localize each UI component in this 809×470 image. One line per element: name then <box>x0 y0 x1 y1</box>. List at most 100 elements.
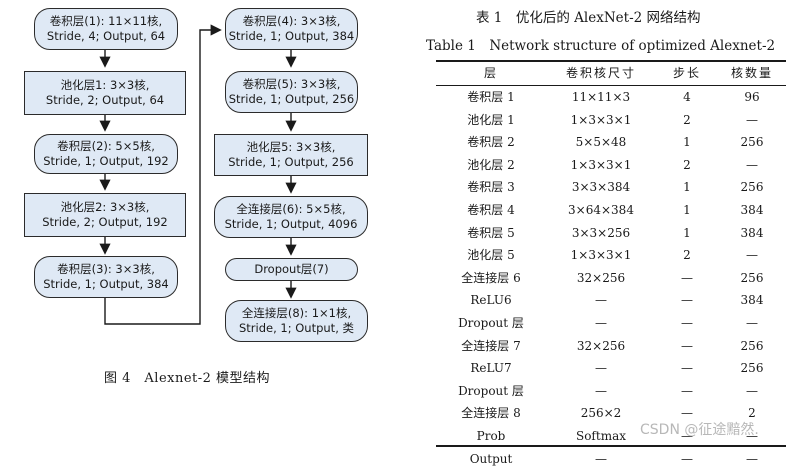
watermark: CSDN @征途黯然. <box>640 422 759 438</box>
table-cell: 11×11×3 <box>571 90 631 104</box>
table-cell: — <box>681 383 693 398</box>
table-cell: 384 <box>740 225 764 240</box>
table-cell: Dropout 层 <box>458 383 524 398</box>
table-cell: 32×256 <box>576 338 626 353</box>
table-cell: 1 <box>683 203 691 217</box>
table-cell: — <box>681 316 693 330</box>
node-fc8: 全连接层(8): 1×1核, Stride, 1; Output, 类 <box>225 300 368 342</box>
table-cell: 1×3×3×1 <box>570 248 632 263</box>
table-cell: 256 <box>740 338 764 353</box>
node-conv2: 卷积层(2): 5×5核, Stride, 1; Output, 192 <box>34 134 178 174</box>
table-cell: 256 <box>740 270 764 285</box>
table-title-zh: 表 1 优化后的 AlexNet-2 网络结构 <box>476 10 701 26</box>
table-cell: 3×3×256 <box>571 225 631 240</box>
table-header-row: 层 卷积核尺寸 步长 核数量 <box>436 62 786 85</box>
table-row: ReLU7——256 <box>436 357 786 380</box>
table-cell: 3×64×384 <box>568 203 634 217</box>
table-cell: 卷积层 3 <box>467 180 515 195</box>
table-cell: Prob <box>476 429 506 443</box>
node-conv5: 卷积层(5): 3×3核, Stride, 1; Output, 256 <box>225 71 358 113</box>
node-label: 池化层2: 3×3核, Stride, 2; Output, 192 <box>42 200 168 229</box>
table-cell: — <box>746 383 758 398</box>
node-pool1: 池化层1: 3×3核, Stride, 2; Output, 64 <box>24 71 186 115</box>
table-cell: 卷积层 2 <box>467 135 515 150</box>
table-cell: — <box>681 338 693 353</box>
node-conv1: 卷积层(1): 11×11核, Stride, 4; Output, 64 <box>34 8 178 50</box>
table-row: Dropout 层 — — — <box>436 380 786 403</box>
table-row: Output——— <box>436 448 786 470</box>
table-cell: 256 <box>740 135 764 150</box>
table-cell: 池化层 2 <box>467 157 515 172</box>
table-cell: 1×3×3×1 <box>570 157 632 172</box>
node-label: 池化层5: 3×3核, Stride, 1; Output, 256 <box>228 140 354 169</box>
node-fc6: 全连接层(6): 5×5核, Stride, 1; Output, 4096 <box>214 196 368 238</box>
header-kernel-count: 核数量 <box>730 66 773 80</box>
table-cell: 卷积层 5 <box>467 225 515 240</box>
header-layer: 层 <box>483 66 498 80</box>
node-pool5: 池化层5: 3×3核, Stride, 1; Output, 256 <box>214 134 368 176</box>
node-conv4: 卷积层(4): 3×3核, Stride, 1; Output, 384 <box>225 8 358 50</box>
table-cell: 96 <box>744 90 760 104</box>
table-cell: 2 <box>748 406 756 421</box>
table-cell: — <box>681 270 693 285</box>
table-cell: — <box>595 361 607 376</box>
table-cell: — <box>746 248 758 263</box>
table-cell: 全连接层 8 <box>461 406 521 421</box>
table-row: 卷积层 4 3×64×384 1 384 <box>436 199 786 222</box>
table-cell: ReLU7 <box>470 361 512 376</box>
table-cell: Dropout 层 <box>458 316 524 330</box>
table-cell: 1 <box>683 225 691 240</box>
table-cell: 池化层 1 <box>467 112 515 127</box>
table-cell: — <box>595 383 607 398</box>
table-cell: Output <box>469 451 513 466</box>
table-cell: 384 <box>740 203 764 217</box>
table-cell: 池化层 5 <box>467 248 515 263</box>
table-cell: — <box>746 451 758 466</box>
table-cell: ReLU6 <box>470 293 512 308</box>
table-cell: 256 <box>740 361 764 376</box>
table-cell: 1 <box>683 135 691 150</box>
table-cell: 全连接层 7 <box>461 338 521 353</box>
flowchart-arrows <box>99 24 297 325</box>
table-cell: 256×2 <box>580 406 622 421</box>
header-stride: 步长 <box>672 66 701 80</box>
table-cell: 3×3×384 <box>571 180 631 195</box>
node-drop7: Dropout层(7) <box>225 258 358 281</box>
header-rule <box>436 85 786 86</box>
table-row: 池化层 5 1×3×3×1 2 — <box>436 244 786 267</box>
top-rule <box>436 60 786 62</box>
node-label: 池化层1: 3×3核, Stride, 2; Output, 64 <box>45 78 165 107</box>
node-label: 卷积层(3): 3×3核, Stride, 1; Output, 384 <box>43 262 169 291</box>
table-row: ReLU6——384 <box>436 289 786 312</box>
node-label: Dropout层(7) <box>254 262 329 276</box>
table-cell: 384 <box>740 293 764 308</box>
table-cell: — <box>746 429 758 443</box>
bottom-rule <box>436 445 786 447</box>
header-kernel-size: 卷积核尺寸 <box>565 66 636 80</box>
table-row: 全连接层 7 32×256 — 256 <box>436 335 786 358</box>
node-label: 卷积层(1): 11×11核, Stride, 4; Output, 64 <box>46 14 166 43</box>
figure-caption: 图 4 Alexnet-2 模型结构 <box>104 371 271 386</box>
table-cell: — <box>681 451 693 466</box>
node-conv3: 卷积层(3): 3×3核, Stride, 1; Output, 384 <box>34 256 178 298</box>
table-cell: 卷积层 1 <box>467 90 515 104</box>
table-row: 池化层 2 1×3×3×1 2 — <box>436 154 786 177</box>
table-cell: 2 <box>683 248 691 263</box>
table-cell: 卷积层 4 <box>467 203 515 217</box>
table-cell: — <box>681 293 693 308</box>
table-cell: 2 <box>683 157 691 172</box>
table-cell: 1×3×3×1 <box>570 112 632 127</box>
table-cell: — <box>746 316 758 330</box>
table-cell: — <box>595 316 607 330</box>
node-label: 全连接层(6): 5×5核, Stride, 1; Output, 4096 <box>224 202 358 231</box>
node-label: 卷积层(5): 3×3核, Stride, 1; Output, 256 <box>228 77 355 106</box>
table-row: Dropout 层 — — — <box>436 312 786 335</box>
table-cell: — <box>746 157 758 172</box>
table-cell: Softmax <box>575 429 626 443</box>
